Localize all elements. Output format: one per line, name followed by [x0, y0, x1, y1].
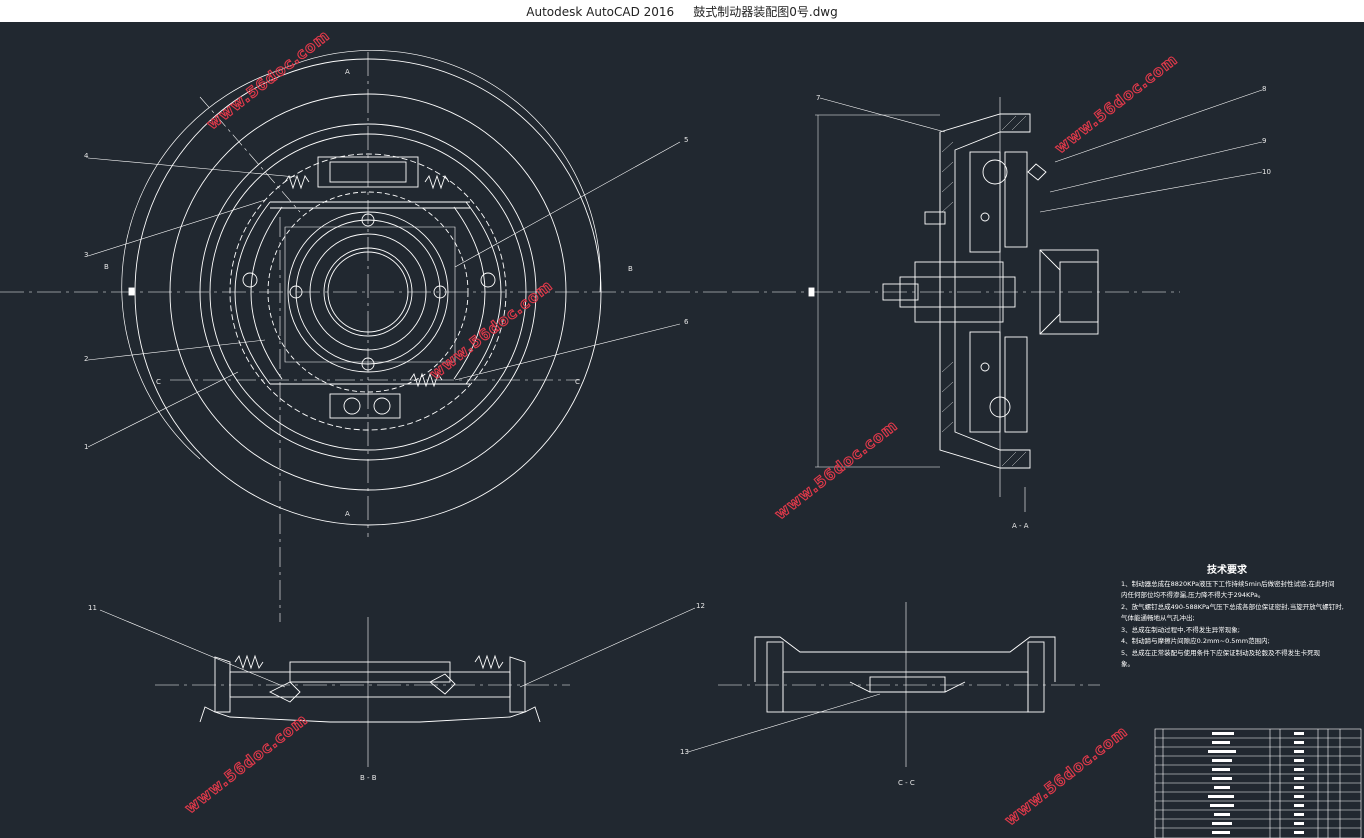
section-mark-c-left: C [156, 378, 161, 386]
section-cc-view [687, 602, 1100, 767]
part-label-9: 9 [1262, 137, 1266, 145]
technical-notes-title: 技术要求 [1207, 563, 1248, 576]
technical-note-line: 气体能通畅地从气孔冲出; [1121, 613, 1195, 622]
technical-note-line: 内任何部位均不得渗漏,压力降不得大于294KPa。 [1121, 590, 1264, 599]
watermark-text: www.56doc.com [1051, 50, 1181, 157]
part-label-7: 7 [816, 94, 820, 102]
section-mark-c-right: C [575, 378, 580, 386]
section-cc-caption: C - C [898, 779, 915, 787]
section-bb-view [99, 607, 696, 767]
part-label-8: 8 [1262, 85, 1266, 93]
watermark-text: www.56doc.com [203, 26, 333, 133]
section-mark-a-top: A [345, 68, 350, 76]
part-label-2: 2 [84, 355, 88, 363]
drawing-canvas[interactable]: A A B B C C 1 2 3 4 5 6 [0, 22, 1364, 838]
technical-note-line: 象。 [1121, 659, 1134, 668]
technical-notes: 技术要求 1、制动器总成在8820KPa液压下工作持续5min后做密封性试验,在… [1121, 563, 1344, 668]
part-label-12: 12 [696, 602, 705, 610]
bill-of-materials-table [1154, 728, 1362, 838]
watermark-text: www.56doc.com [181, 710, 311, 817]
part-label-4: 4 [84, 152, 89, 160]
section-aa-labels: A - A 7 8 9 10 [816, 85, 1271, 530]
front-view [0, 50, 740, 622]
front-view-labels: A A B B C C 1 2 3 4 5 6 [84, 68, 689, 518]
section-aa-view [735, 89, 1263, 512]
watermarks: www.56doc.com www.56doc.com www.56doc.co… [181, 26, 1182, 830]
window-title: Autodesk AutoCAD 2016 鼓式制动器装配图0号.dwg [526, 4, 838, 19]
section-bb-caption: B - B [360, 774, 377, 782]
section-mark-b-left: B [104, 263, 109, 271]
part-label-5: 5 [684, 136, 688, 144]
section-cc-labels: C - C 13 [680, 748, 915, 787]
part-label-1: 1 [84, 443, 88, 451]
part-label-10: 10 [1262, 168, 1271, 176]
part-label-11: 11 [88, 604, 97, 612]
technical-note-line: 2、放气螺钉总成490-588KPa气压下总成各部位保证密封,当旋开放气螺钉时, [1121, 602, 1344, 611]
section-aa-caption: A - A [1012, 522, 1029, 530]
part-label-6: 6 [684, 318, 689, 326]
technical-note-line: 4、制动蹄与摩擦片间隙应0.2mm~0.5mm范围内; [1121, 636, 1270, 645]
section-mark-a-bottom: A [345, 510, 350, 518]
technical-note-line: 5、总成在正常装配与使用条件下应保证制动及轮毂及不得发生卡死现 [1121, 648, 1321, 657]
part-label-13: 13 [680, 748, 689, 756]
technical-note-line: 3、总成在制动过程中,不得发生异常现象; [1121, 625, 1240, 634]
window-title-bar: Autodesk AutoCAD 2016 鼓式制动器装配图0号.dwg [0, 0, 1364, 22]
watermark-text: www.56doc.com [771, 416, 901, 523]
section-mark-b-right: B [628, 265, 633, 273]
part-label-3: 3 [84, 251, 88, 259]
technical-note-line: 1、制动器总成在8820KPa液压下工作持续5min后做密封性试验,在此时间 [1121, 579, 1335, 588]
watermark-text: www.56doc.com [1001, 722, 1131, 829]
section-bb-labels: B - B 11 12 [88, 602, 705, 782]
